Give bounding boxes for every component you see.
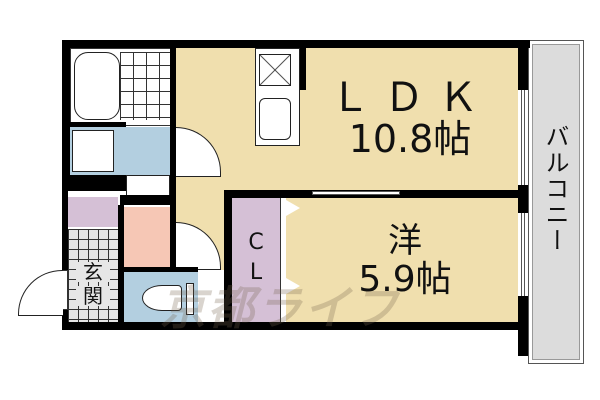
wall-bath-bottom <box>70 122 126 127</box>
balcony-floor <box>532 44 580 360</box>
western-room-size: 5.9帖 <box>358 259 452 300</box>
wall-closet-left <box>224 190 232 322</box>
wall-basin-bottom <box>120 195 176 205</box>
wall-left-lower <box>62 190 68 330</box>
front-door[interactable] <box>18 270 63 316</box>
entrance-label-1: 玄 <box>76 262 110 282</box>
kitchen-wall <box>300 48 306 90</box>
balcony <box>528 40 584 364</box>
shoe-storage <box>68 197 118 227</box>
wall-entrance-right <box>118 205 124 322</box>
wall-bath-right <box>170 48 176 288</box>
entrance-label-2: 関 <box>76 286 110 306</box>
bathroom-tile-floor <box>120 52 172 120</box>
closet-label-1: C <box>248 230 264 255</box>
wall-right-bottom <box>518 296 528 356</box>
ldk-room-size: 10.8帖 <box>348 117 472 161</box>
wash-basin-icon <box>126 175 170 197</box>
closet-door-marker-top <box>286 200 300 216</box>
toilet-tank-icon <box>186 283 194 315</box>
wall-left-upper <box>62 40 70 190</box>
sink-icon <box>259 98 291 140</box>
ldk-room-name: ＬＤＫ <box>330 75 492 121</box>
closet-label-2: L <box>249 260 263 285</box>
western-room <box>286 198 518 322</box>
closet-doors[interactable] <box>280 198 286 322</box>
closet-door-marker-bottom <box>286 278 300 294</box>
sliding-door-ldk-western[interactable] <box>312 191 400 195</box>
watermark-logo: 京都ライフ <box>160 281 400 335</box>
balcony-label: バルコニー <box>541 124 569 254</box>
wall-bottom <box>62 322 528 330</box>
stove-icon <box>259 54 291 86</box>
closet <box>232 198 280 322</box>
toilet-icon <box>142 285 182 311</box>
ldk-window <box>521 90 525 185</box>
corridor <box>124 207 170 267</box>
wall-toilet-top <box>118 267 198 272</box>
western-room-name: 洋 <box>388 221 422 261</box>
bathtub-icon <box>74 52 120 120</box>
washing-machine-icon <box>72 130 114 172</box>
western-window <box>521 213 525 296</box>
wall-right-mid <box>518 185 528 213</box>
wall-utility-bottom <box>68 175 126 191</box>
wall-right-top <box>518 40 528 90</box>
wall-top <box>62 40 530 48</box>
